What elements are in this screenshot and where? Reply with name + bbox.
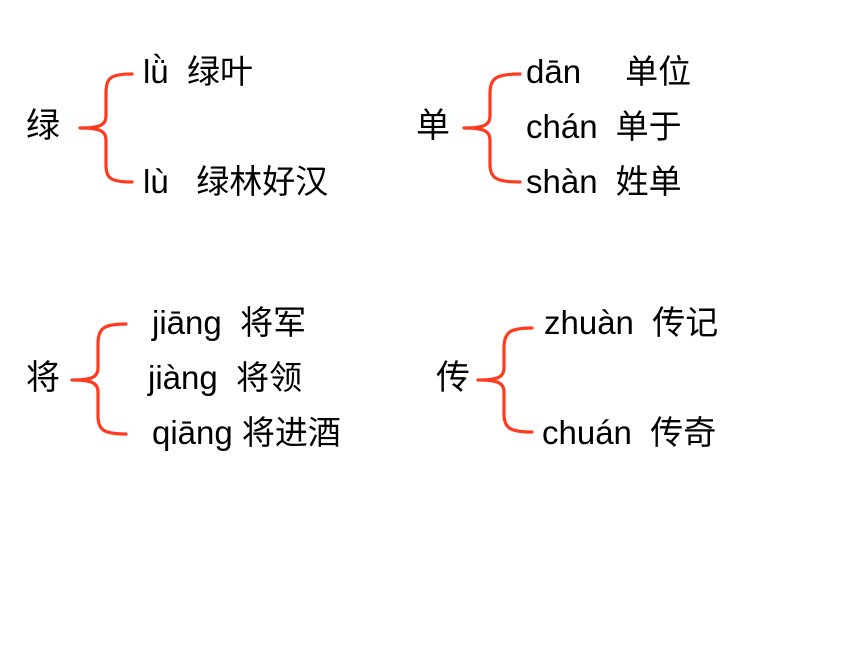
brace-icon [70,322,128,436]
example-word: 绿林好汉 [196,162,329,201]
pinyin: lǜ [143,53,169,90]
reading-line: dān 单位 [526,52,691,92]
example-word: 将领 [236,358,303,397]
pinyin: qiāng [152,414,233,451]
pinyin: zhuàn [544,304,634,341]
pinyin: jiàng [148,359,218,396]
example-word: 传记 [652,303,719,342]
reading-line: chuán 传奇 [542,413,716,453]
pinyin: shàn [526,163,598,200]
example-word: 将军 [240,303,307,342]
pinyin: jiāng [152,304,222,341]
pinyin: chuán [542,414,632,451]
head-character: 绿 [26,106,60,146]
reading-line: lǜ 绿叶 [143,52,253,92]
reading-line: jiāng 将军 [152,303,306,343]
example-word: 单于 [615,107,682,146]
example-word: 传奇 [650,413,717,452]
head-character: 单 [416,106,450,146]
brace-icon [462,72,522,184]
reading-line: qiāng 将进酒 [152,413,341,453]
example-word: 姓单 [615,162,682,201]
reading-line: zhuàn 传记 [544,303,718,343]
reading-line: lù 绿林好汉 [143,162,328,202]
example-word: 将进酒 [241,413,341,452]
head-character: 传 [436,358,470,398]
reading-line: shàn 姓单 [526,162,682,202]
reading-line: chán 单于 [526,107,682,147]
pinyin: chán [526,108,598,145]
pinyin: dān [526,53,582,90]
reading-line: jiàng 将领 [148,358,302,398]
brace-icon [78,72,134,184]
brace-icon [476,326,534,434]
head-character: 将 [26,358,60,398]
example-word: 单位 [625,52,692,91]
example-word: 绿叶 [187,52,254,91]
pinyin: lù [143,163,169,200]
